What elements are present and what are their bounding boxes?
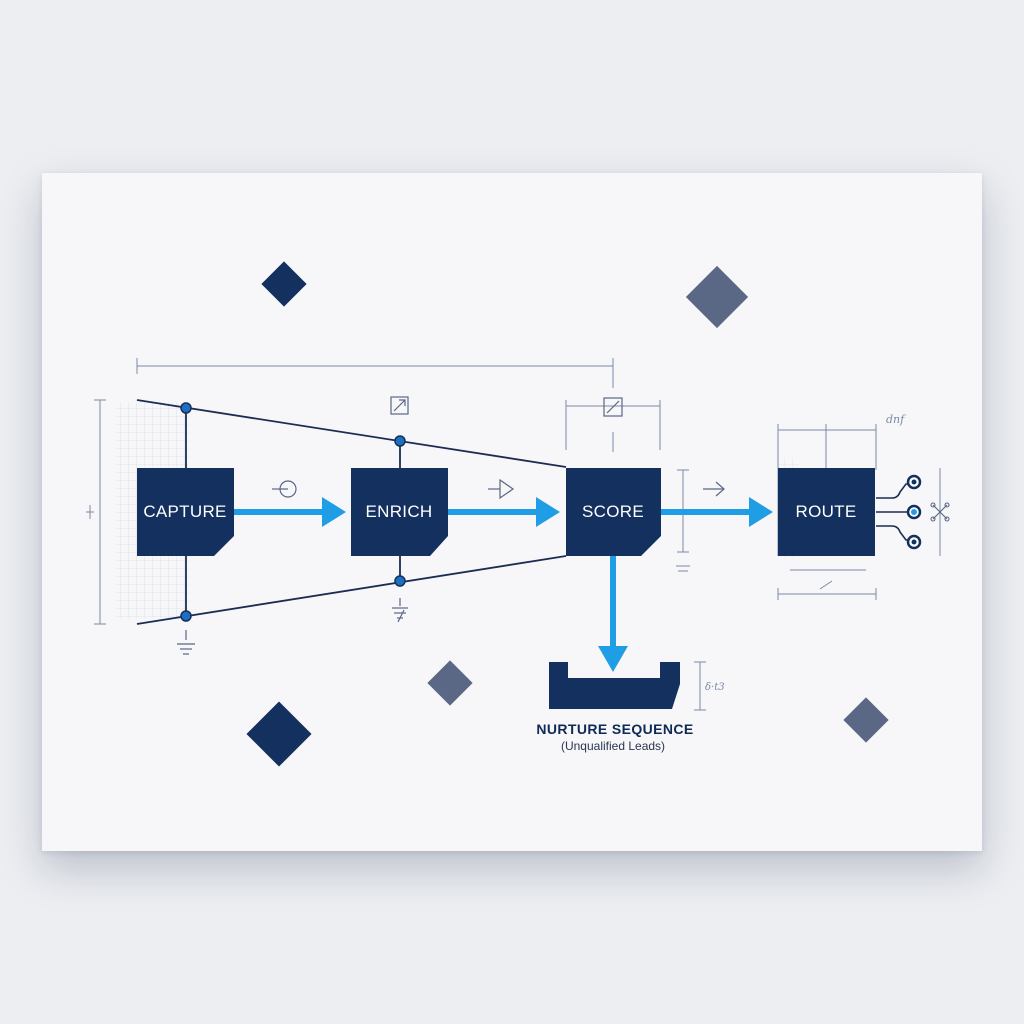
arrow-right-icon bbox=[703, 481, 725, 497]
ground-icon bbox=[177, 630, 195, 655]
stage-block-route[interactable] bbox=[778, 468, 875, 556]
stage-block-score[interactable] bbox=[566, 468, 661, 556]
route-annotation: dnf bbox=[886, 413, 906, 426]
funnel-nodes bbox=[180, 402, 406, 622]
stage-block-enrich[interactable] bbox=[351, 468, 448, 556]
stage-block-capture[interactable] bbox=[137, 468, 234, 556]
sink-annotation: δ·t3 bbox=[705, 682, 725, 693]
expand-box-icon bbox=[390, 396, 409, 415]
funnel-lines bbox=[136, 399, 567, 625]
circle-target-icon bbox=[272, 480, 297, 498]
nurture-sequence-subtitle: (Unqualified Leads) bbox=[560, 739, 666, 753]
stage-label-route: ROUTE bbox=[795, 502, 857, 521]
flow-arrows bbox=[234, 497, 773, 672]
network-icon bbox=[930, 502, 950, 522]
route-output-nodes bbox=[906, 474, 922, 550]
stage-label-enrich: ENRICH bbox=[365, 502, 433, 521]
slash-box-icon bbox=[603, 397, 623, 417]
filter-icon bbox=[392, 598, 408, 623]
stage-blocks bbox=[137, 468, 875, 556]
stage-label-score: SCORE bbox=[582, 502, 644, 521]
nurture-sequence-title: NURTURE SEQUENCE bbox=[536, 721, 694, 737]
stage-label-capture: CAPTURE bbox=[143, 502, 227, 521]
nurture-tray bbox=[549, 662, 680, 709]
route-output-lines bbox=[876, 483, 908, 541]
triangle-play-icon bbox=[488, 478, 515, 500]
